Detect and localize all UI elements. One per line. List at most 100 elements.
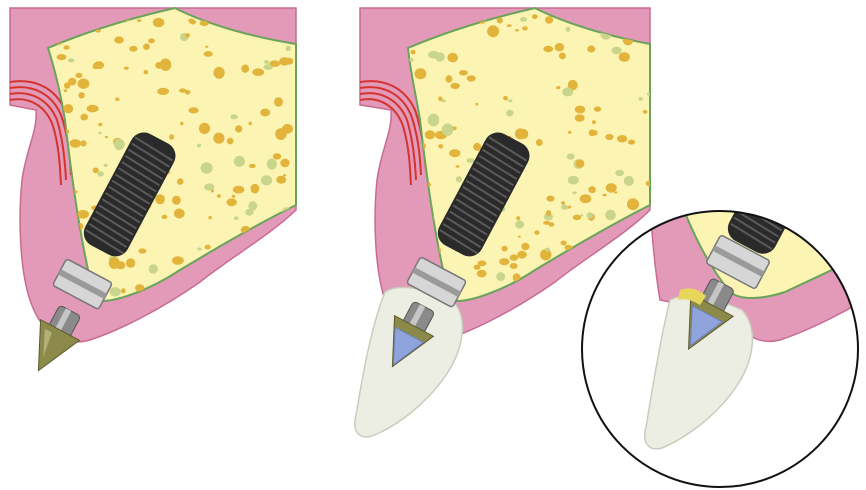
bone-pore xyxy=(627,198,639,210)
bone-pore xyxy=(138,248,146,253)
bone-pore xyxy=(510,263,518,269)
bone-pore xyxy=(64,45,70,49)
bone-pore xyxy=(515,220,524,228)
bone-pore xyxy=(515,128,526,139)
bone-pore xyxy=(217,194,221,198)
bone-pore xyxy=(77,210,89,219)
bone-pore xyxy=(227,198,237,206)
bone-pore xyxy=(169,134,174,140)
bone-pore xyxy=(274,228,282,235)
bone-pore xyxy=(555,43,565,51)
bone-pore xyxy=(428,114,440,127)
bone-pore xyxy=(190,20,197,25)
bone-pore xyxy=(497,17,503,23)
bone-pore xyxy=(205,46,208,48)
bone-pore xyxy=(619,52,630,62)
bone-pore xyxy=(475,103,478,106)
bone-pore xyxy=(251,184,260,194)
bone-pore xyxy=(80,140,86,146)
bone-pore xyxy=(233,186,245,194)
bone-pore xyxy=(78,92,84,98)
bone-pore xyxy=(449,149,460,157)
bone-pore xyxy=(561,201,565,205)
bone-pore xyxy=(282,124,293,134)
bone-pore xyxy=(572,192,577,195)
bone-pore xyxy=(590,273,599,280)
bone-pore xyxy=(559,53,566,60)
bone-pore xyxy=(568,131,572,134)
bone-pore xyxy=(477,270,487,278)
bone-pore xyxy=(632,227,640,232)
bone-pore xyxy=(241,277,245,280)
bone-pore xyxy=(211,189,214,192)
bone-pore xyxy=(617,135,627,142)
bone-pore xyxy=(280,159,289,167)
bone-pore xyxy=(561,205,568,210)
bone-pore xyxy=(543,46,553,52)
bone-pore xyxy=(506,110,513,117)
bone-pore xyxy=(227,138,234,145)
bone-pore xyxy=(507,24,512,27)
bone-pore xyxy=(172,256,184,265)
bone-pore xyxy=(628,140,635,145)
bone-pore xyxy=(260,109,270,117)
bone-pore xyxy=(208,216,211,219)
bone-pore xyxy=(232,195,235,198)
bone-pore xyxy=(279,57,290,65)
bone-pore xyxy=(562,87,573,96)
bone-pore xyxy=(409,58,414,62)
bone-pore xyxy=(249,122,252,125)
bone-pore xyxy=(647,93,650,96)
bone-pore xyxy=(64,89,67,92)
bone-pore xyxy=(594,106,601,111)
bone-pore xyxy=(450,83,459,89)
bone-pore xyxy=(114,139,125,150)
bone-pore xyxy=(536,139,543,146)
bone-pore xyxy=(105,136,108,138)
bone-pore xyxy=(197,144,201,148)
bone-pore xyxy=(261,175,272,185)
bone-pore xyxy=(153,18,165,27)
bone-pore xyxy=(148,38,155,43)
bone-pore xyxy=(643,110,648,114)
bone-pore xyxy=(104,164,108,167)
bone-pore xyxy=(121,288,126,293)
bone-pore xyxy=(185,33,190,37)
bone-pore xyxy=(446,75,453,82)
bone-pore xyxy=(456,165,460,167)
bone-pore xyxy=(586,212,593,218)
bone-pore xyxy=(143,44,150,50)
bone-pore xyxy=(516,216,520,220)
bone-pore xyxy=(438,144,443,148)
panel-implant-with-abutment xyxy=(10,8,296,381)
bone-pore xyxy=(478,260,487,266)
bone-pore xyxy=(241,65,249,73)
bone-pore xyxy=(174,209,185,219)
bone-pore xyxy=(606,245,613,252)
bone-pore xyxy=(93,65,99,69)
bone-pore xyxy=(615,170,624,176)
bone-pore xyxy=(283,174,286,176)
bone-pore xyxy=(508,99,512,102)
bone-pore xyxy=(499,258,509,265)
bone-pore xyxy=(241,270,247,275)
bone-pore xyxy=(273,153,281,159)
bone-pore xyxy=(411,50,416,55)
bone-pore xyxy=(110,287,121,296)
bone-pore xyxy=(68,58,75,62)
bone-pore xyxy=(575,106,586,114)
bone-pore xyxy=(253,267,259,273)
bone-pore xyxy=(543,221,550,225)
bone-pore xyxy=(114,36,124,43)
bone-pore xyxy=(189,107,199,113)
bone-pore xyxy=(283,247,295,258)
bone-pore xyxy=(162,215,168,219)
bone-pore xyxy=(276,176,286,184)
bone-pore xyxy=(532,14,538,19)
bone-pore xyxy=(592,120,596,124)
bone-pore xyxy=(230,114,238,119)
bone-pore xyxy=(502,246,508,252)
bone-pore xyxy=(517,251,527,259)
bone-pore xyxy=(70,139,82,148)
